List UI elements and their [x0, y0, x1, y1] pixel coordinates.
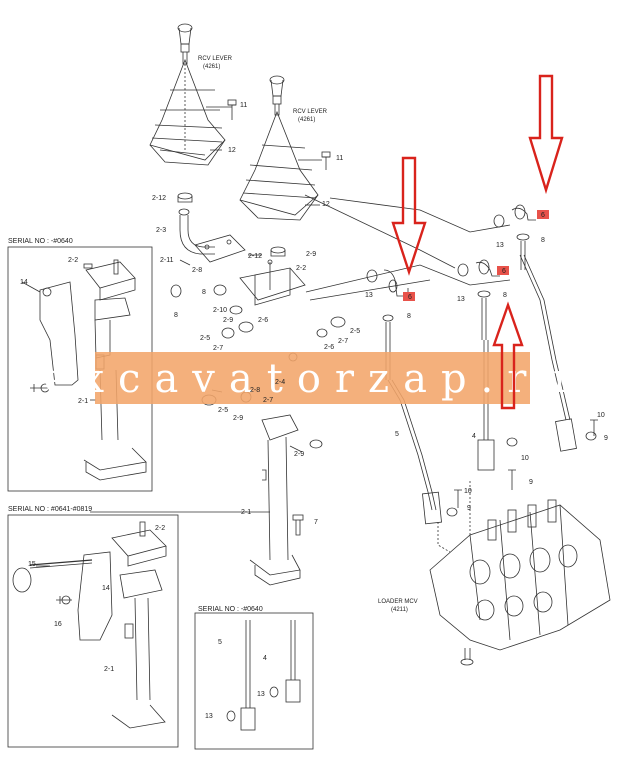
- callout-4: 4: [263, 655, 267, 662]
- callout-2-9: 2-9: [294, 451, 304, 458]
- callout-2-1: 2-1: [78, 398, 88, 405]
- loader-mcv-code: (4211): [391, 607, 408, 613]
- watermark-band: [95, 352, 530, 404]
- callout-2-12: 2-12: [152, 195, 166, 202]
- callout-9: 9: [604, 435, 608, 442]
- rod-1: [519, 254, 567, 421]
- callout-2-5: 2-5: [200, 335, 210, 342]
- serial-box-2-title: SERIAL NO : #0641-#0819: [8, 506, 92, 513]
- callout-2-6: 2-6: [324, 344, 334, 351]
- callout-13: 13: [496, 242, 504, 249]
- callout-8: 8: [407, 313, 411, 320]
- callout-13: 13: [205, 713, 213, 720]
- fitting-middle: [457, 259, 500, 340]
- callout-13: 13: [457, 296, 465, 303]
- callout-2-2: 2-2: [155, 525, 165, 532]
- arrow-up-icon: [492, 301, 524, 410]
- callout-2-9: 2-9: [223, 317, 233, 324]
- fitting-right: [493, 204, 536, 270]
- lever1-title: RCV LEVER: [198, 56, 233, 62]
- callout-10: 10: [521, 455, 529, 462]
- callout-2-8: 2-8: [250, 387, 260, 394]
- callout-10: 10: [464, 488, 472, 495]
- lever2-title: RCV LEVER: [293, 109, 328, 115]
- callout-9: 9: [529, 479, 533, 486]
- callout-6: 6: [502, 268, 506, 275]
- callout-6: 6: [408, 294, 412, 301]
- callout-2-7: 2-7: [338, 338, 348, 345]
- callout-8: 8: [541, 237, 545, 244]
- callout-2-2: 2-2: [68, 257, 78, 264]
- callout-11: 11: [336, 155, 343, 162]
- callout-2-8: 2-8: [192, 267, 202, 274]
- serial-box-3-parts: [226, 620, 301, 731]
- callout-8: 8: [174, 312, 178, 319]
- serial-box-2: [7, 514, 179, 748]
- watermark-text: excavatorzap.ru: [44, 356, 580, 402]
- loader-mcv: [429, 480, 611, 666]
- callout-2-11: 2-11: [160, 257, 174, 264]
- lever1-code: (4261): [203, 64, 220, 70]
- callout-15: 15: [28, 561, 36, 568]
- callout-2-5: 2-5: [350, 328, 360, 335]
- callout-4: 4: [472, 433, 476, 440]
- callout-9: 9: [467, 505, 471, 512]
- serial-box-2-parts: [12, 521, 167, 729]
- callout-2-2: 2-2: [296, 265, 306, 272]
- callout-2-5: 2-5: [218, 407, 228, 414]
- callout-2-6: 2-6: [258, 317, 268, 324]
- callout-2-12: 2-12: [248, 253, 262, 260]
- callout-2-7: 2-7: [213, 345, 223, 352]
- callout-labels: 11 12 2-12 2-3 11 12 2-12 2-11 2-8 2-9 2…: [20, 102, 608, 720]
- callout-2-9: 2-9: [306, 251, 316, 258]
- callout-13: 13: [257, 691, 265, 698]
- callout-8: 8: [202, 289, 206, 296]
- callout-6: 6: [541, 212, 545, 219]
- callout-2-4: 2-4: [275, 379, 285, 386]
- callout-7: 7: [314, 519, 318, 526]
- badge-6-right: [537, 210, 549, 219]
- callout-8: 8: [503, 292, 507, 299]
- arrow-down-icon: [391, 156, 427, 276]
- callout-2-3: 2-3: [156, 227, 166, 234]
- serial-box-3-title: SERIAL NO : -#0640: [198, 606, 263, 613]
- badge-6-middle: [497, 266, 509, 275]
- callout-5: 5: [395, 431, 399, 438]
- callout-12: 12: [322, 201, 330, 208]
- callout-12: 12: [228, 147, 236, 154]
- badge-6-left: [403, 292, 415, 301]
- callout-2-7: 2-7: [263, 397, 273, 404]
- callout-16: 16: [54, 621, 62, 628]
- serial-box-1-title: SERIAL NO : -#0640: [8, 238, 73, 245]
- callout-11: 11: [240, 102, 247, 109]
- rcv-lever-1: [149, 23, 226, 255]
- callout-2-1: 2-1: [241, 509, 251, 516]
- rcv-lever-2: [239, 75, 319, 257]
- callout-13: 13: [365, 292, 373, 299]
- serial-box-3: [194, 612, 314, 750]
- callout-2-10: 2-10: [213, 307, 227, 314]
- callout-14: 14: [102, 585, 110, 592]
- loader-mcv-title: LOADER MCV: [378, 599, 418, 605]
- callout-5: 5: [218, 639, 222, 646]
- callout-14: 14: [20, 279, 28, 286]
- callout-10: 10: [597, 412, 605, 419]
- callout-2-9: 2-9: [233, 415, 243, 422]
- arrow-down-icon: [528, 74, 564, 195]
- callout-2-1: 2-1: [104, 666, 114, 673]
- pedestal-center: [249, 414, 301, 586]
- lever2-code: (4261): [298, 117, 315, 123]
